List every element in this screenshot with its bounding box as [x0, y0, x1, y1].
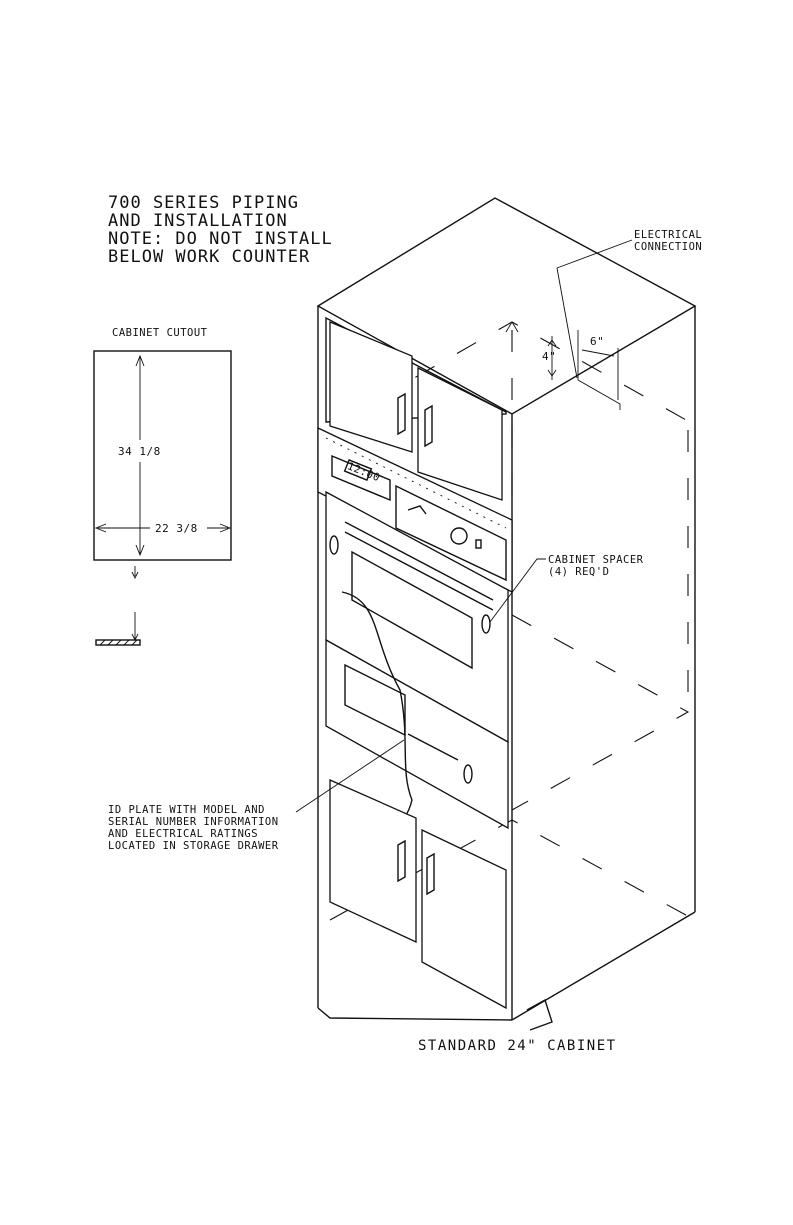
title-line-1: 700 SERIES PIPING	[108, 193, 299, 213]
title-line-2: AND INSTALLATION	[108, 211, 288, 231]
id-plate-line-4: LOCATED IN STORAGE DRAWER	[108, 840, 279, 852]
id-plate-line-1: ID PLATE WITH MODEL AND	[108, 804, 265, 816]
electrical-label-line-2: CONNECTION	[634, 241, 702, 253]
spacer-label-line-1: CABINET SPACER	[548, 554, 644, 566]
dim-4-text: 4"	[542, 350, 556, 363]
spacer-label-line-2: (4) REQ'D	[548, 566, 609, 578]
cutout-width-dim: 22 3/8	[155, 522, 198, 535]
section-hatch	[100, 640, 137, 645]
cutout-label: CABINET CUTOUT	[112, 327, 208, 339]
cabinet-caption: STANDARD 24" CABINET	[418, 1038, 617, 1054]
title-line-4: BELOW WORK COUNTER	[108, 247, 310, 267]
title-block: 700 SERIES PIPING AND INSTALLATION NOTE:…	[108, 193, 333, 267]
cutout-height-dim: 34 1/8	[118, 445, 161, 458]
lower-cabinet-doors	[330, 780, 506, 1008]
cabinet-cutout-detail: CABINET CUTOUT 34 1/8 22 3/8	[94, 327, 231, 645]
hidden-line-mid	[512, 615, 688, 810]
title-line-3: NOTE: DO NOT INSTALL	[108, 229, 333, 249]
electrical-leader	[557, 240, 632, 378]
cabinet-spacer-callout: CABINET SPACER (4) REQ'D	[490, 554, 644, 622]
electrical-box-outline	[578, 380, 620, 410]
id-plate-line-3: AND ELECTRICAL RATINGS	[108, 828, 258, 840]
lower-left-door	[330, 780, 416, 942]
dim-6-line	[582, 350, 614, 356]
id-plate-line-2: SERIAL NUMBER INFORMATION	[108, 816, 279, 828]
dim-6-text: 6"	[590, 335, 604, 348]
cabinet-base	[318, 1008, 512, 1020]
electrical-label-line-1: ELECTRICAL	[634, 229, 702, 241]
